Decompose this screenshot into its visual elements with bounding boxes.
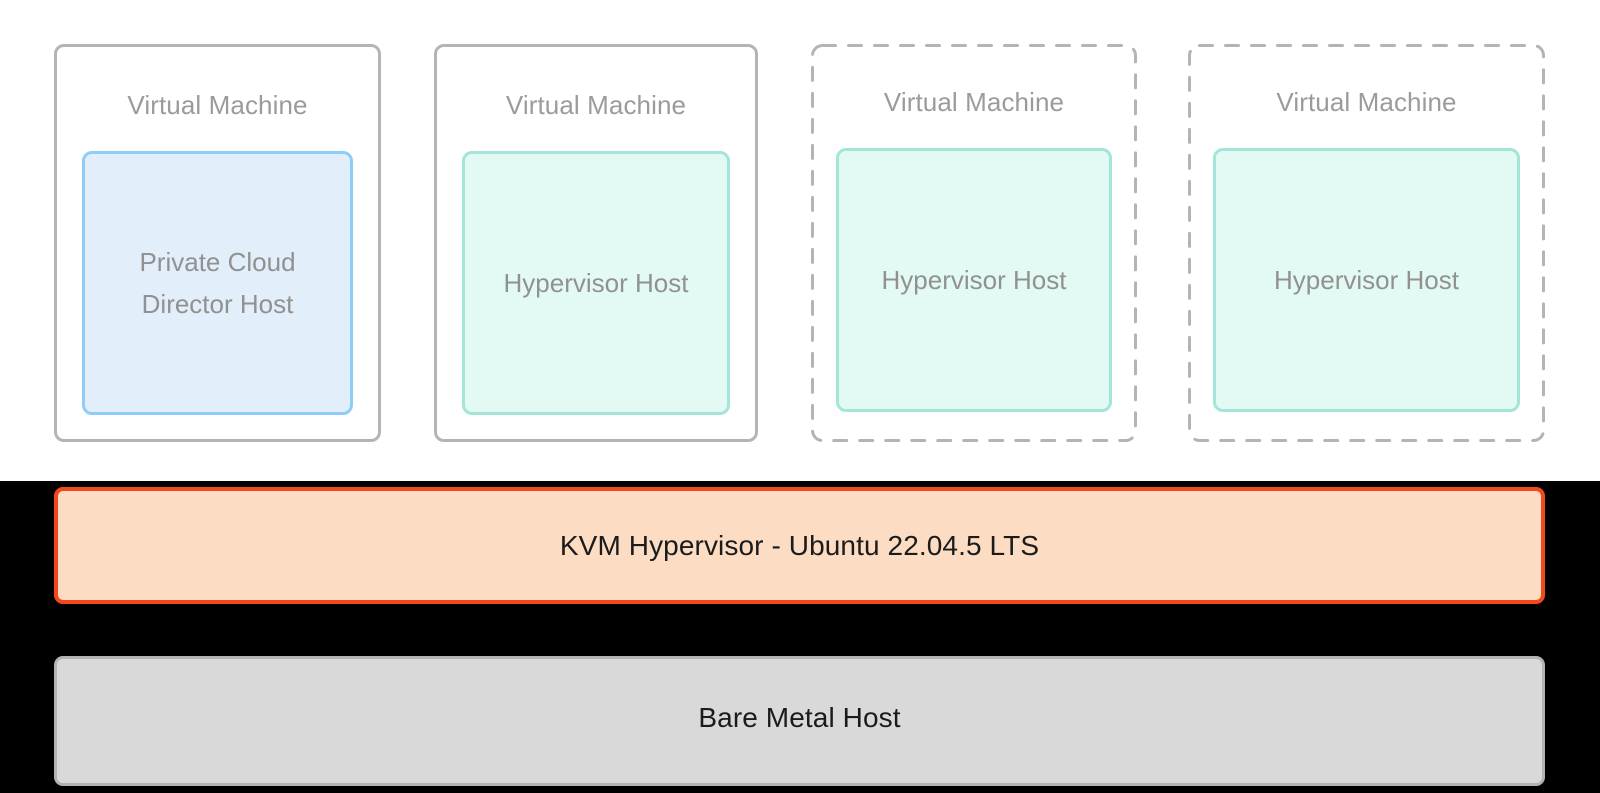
- vm-card-1-host-label: Private Cloud Director Host: [133, 241, 301, 325]
- kvm-hypervisor-bar[interactable]: KVM Hypervisor - Ubuntu 22.04.5 LTS: [54, 487, 1545, 604]
- vm-card-3-content: Virtual Machine Hypervisor Host: [811, 44, 1137, 442]
- bare-metal-host-label: Bare Metal Host: [698, 702, 901, 733]
- vm-card-4-title: Virtual Machine: [1276, 87, 1457, 117]
- vm-card-2-content: Virtual Machine Hypervisor Host: [437, 47, 755, 439]
- vm-card-3-host-box[interactable]: Hypervisor Host: [836, 148, 1112, 412]
- vm-card-1-host-box[interactable]: Private Cloud Director Host: [82, 151, 353, 415]
- virtual-machine-panel: Virtual Machine Private Cloud Director H…: [0, 0, 1600, 481]
- kvm-hypervisor-label: KVM Hypervisor - Ubuntu 22.04.5 LTS: [559, 529, 1040, 561]
- vm-card-2-title: Virtual Machine: [505, 90, 687, 120]
- vm-card-3-host-label: Hypervisor Host: [881, 265, 1067, 295]
- vm-card-1-host-label-line-1: Private Cloud: [139, 247, 296, 277]
- vm-card-4-host-label: Hypervisor Host: [1274, 265, 1459, 295]
- bare-metal-host-bar[interactable]: Bare Metal Host: [54, 656, 1545, 786]
- vm-card-2-host-box[interactable]: Hypervisor Host: [462, 151, 730, 415]
- vm-card-3[interactable]: Virtual Machine Hypervisor Host: [811, 44, 1137, 442]
- vm-card-4[interactable]: Virtual Machine Hypervisor Host: [1188, 44, 1545, 442]
- vm-card-4-content: Virtual Machine Hypervisor Host: [1188, 44, 1545, 442]
- vm-card-1-title: Virtual Machine: [127, 90, 308, 120]
- vm-card-4-host-box[interactable]: Hypervisor Host: [1213, 148, 1520, 412]
- vm-card-1-content: Virtual Machine Private Cloud Director H…: [57, 47, 378, 439]
- vm-card-1[interactable]: Virtual Machine Private Cloud Director H…: [54, 44, 381, 442]
- vm-card-2-host-label: Hypervisor Host: [503, 268, 689, 298]
- vm-card-1-host-label-line-2: Director Host: [141, 289, 294, 319]
- vm-card-2[interactable]: Virtual Machine Hypervisor Host: [434, 44, 758, 442]
- vm-card-3-title: Virtual Machine: [883, 87, 1065, 117]
